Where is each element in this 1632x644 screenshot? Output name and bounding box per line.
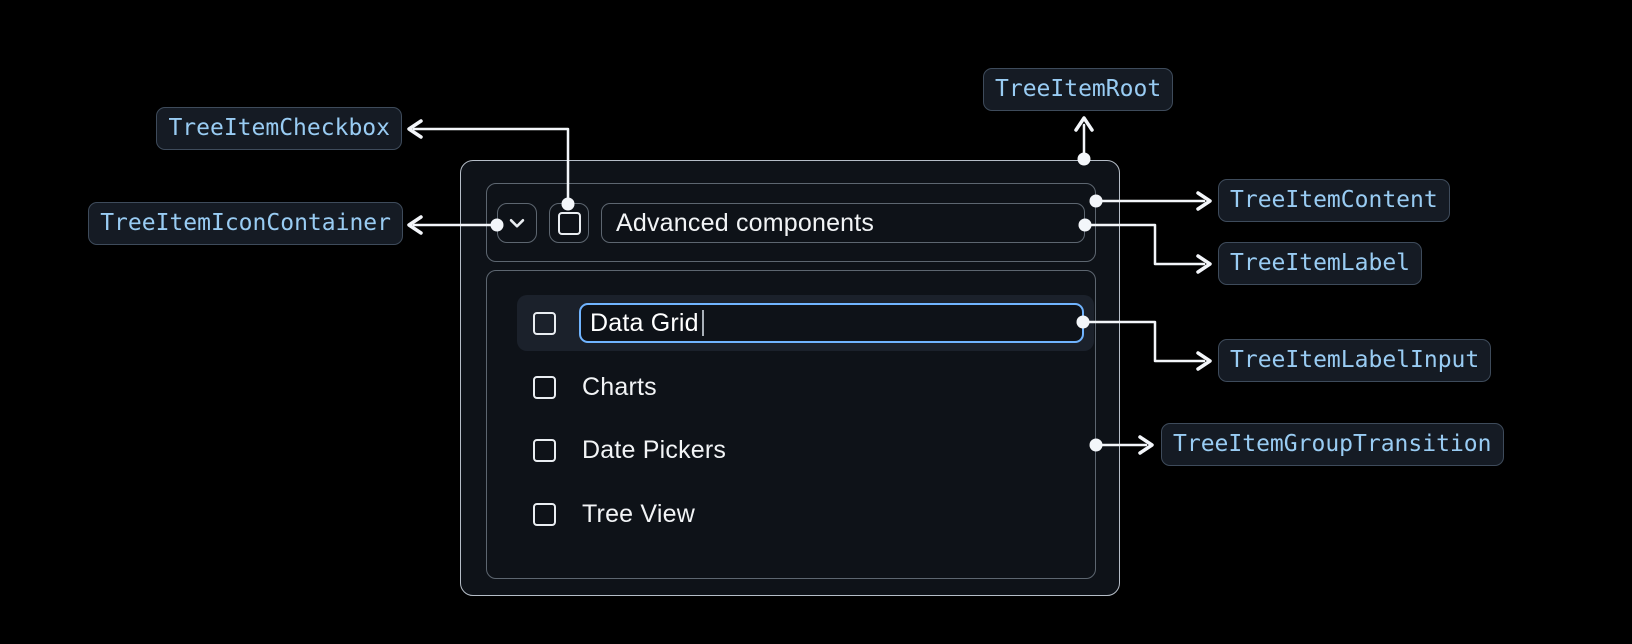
chevron-down-icon — [509, 218, 525, 228]
tree-item-label-text: Date Pickers — [582, 436, 727, 464]
badge-tree-item-content: TreeItemContent — [1218, 179, 1450, 222]
arrowhead-left-checkbox — [407, 119, 423, 139]
checkbox-unchecked-icon[interactable] — [533, 375, 556, 399]
arrowhead-up-root — [1074, 116, 1094, 132]
checkbox-unchecked-icon[interactable] — [533, 439, 556, 462]
tree-item-label-input[interactable]: Data Grid — [579, 303, 1084, 343]
badge-tree-item-label-input: TreeItemLabelInput — [1218, 339, 1492, 382]
tree-item-checkbox[interactable] — [549, 203, 589, 243]
arrowhead-right-group-transition — [1138, 435, 1154, 455]
checkbox-unchecked-icon[interactable] — [533, 502, 556, 526]
tree-item-row[interactable]: Date Pickers — [517, 423, 1094, 479]
checkbox-unchecked-icon — [557, 211, 581, 235]
tree-item-icon-container[interactable] — [497, 203, 537, 243]
tree-item-row[interactable]: Tree View — [517, 486, 1094, 542]
tree-item-label-text: Charts — [582, 372, 657, 401]
badge-tree-item-root: TreeItemRoot — [983, 68, 1174, 111]
arrowhead-right-label — [1196, 254, 1212, 274]
arrowhead-right-label-input — [1196, 351, 1212, 371]
tree-item-content-box[interactable]: Advanced components — [486, 183, 1096, 262]
tree-item-group-transition-box: Data Grid Charts Date Pickers Tree View — [486, 270, 1096, 579]
label-input-value: Data Grid — [590, 308, 699, 337]
tree-item-label-text: Advanced components — [616, 208, 875, 237]
tree-item-root-box: Advanced components Data Grid Charts Dat… — [460, 160, 1120, 596]
checkbox-unchecked-icon[interactable] — [533, 311, 556, 335]
badge-tree-item-label: TreeItemLabel — [1218, 242, 1423, 285]
tree-item-row[interactable]: Charts — [517, 359, 1094, 415]
arrowhead-right-content — [1196, 191, 1212, 211]
tree-item-label-text: Tree View — [582, 499, 695, 528]
tree-item-label[interactable]: Advanced components — [601, 203, 1085, 243]
text-cursor — [701, 310, 704, 336]
badge-tree-item-checkbox: TreeItemCheckbox — [156, 107, 402, 150]
arrowhead-left-icon-container — [407, 215, 423, 235]
badge-tree-item-group-transition: TreeItemGroupTransition — [1161, 423, 1504, 466]
tree-item-row-editing[interactable]: Data Grid — [517, 295, 1094, 351]
badge-tree-item-icon-container: TreeItemIconContainer — [88, 202, 403, 245]
